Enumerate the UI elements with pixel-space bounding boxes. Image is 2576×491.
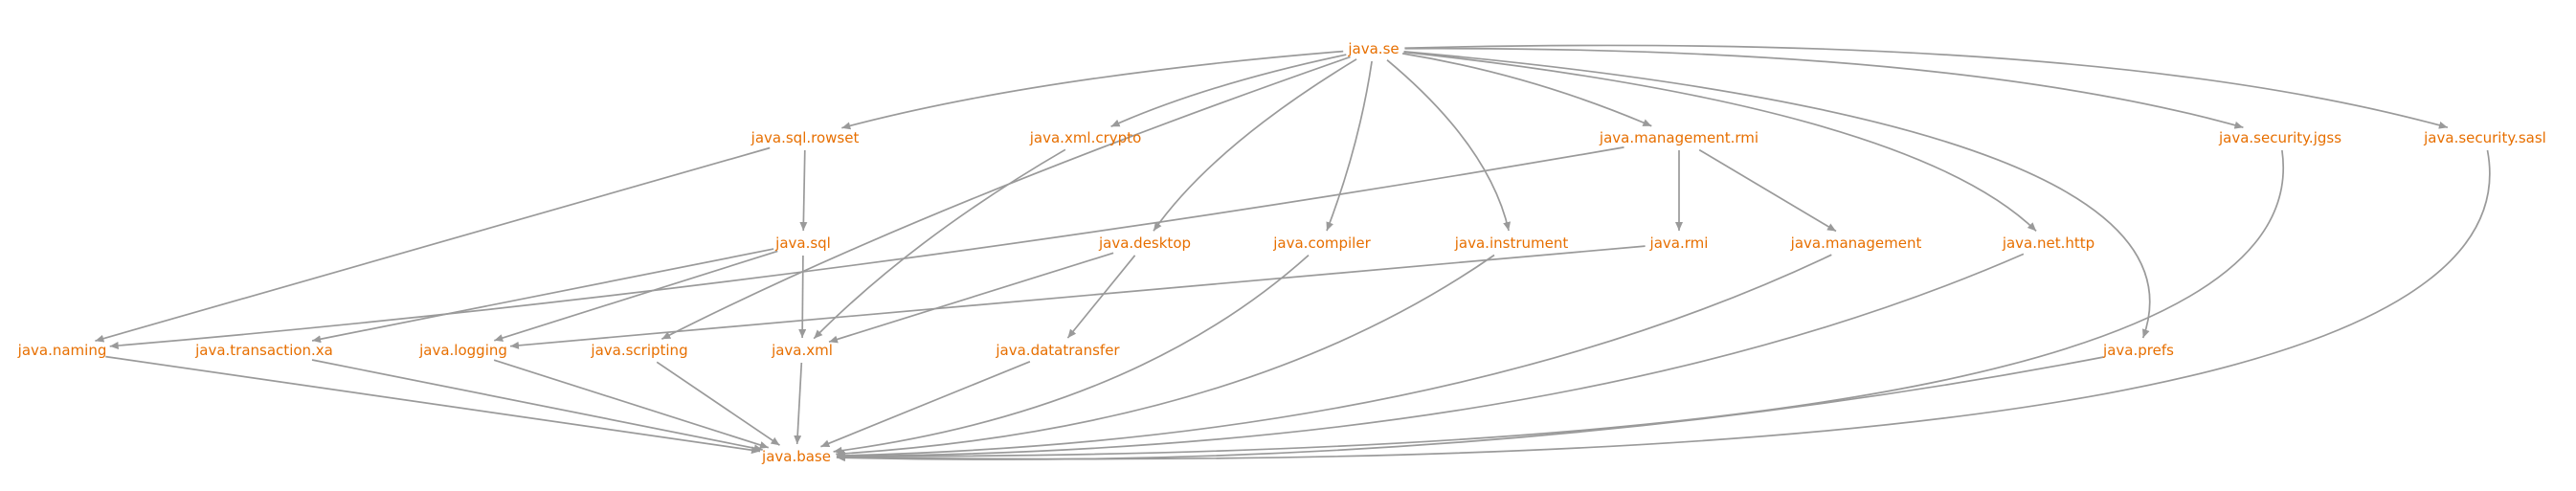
node-java.net.http[interactable]: java.net.http <box>2002 234 2095 252</box>
node-java.logging[interactable]: java.logging <box>419 341 507 359</box>
edge-java.se-to-java.prefs <box>1403 50 2151 339</box>
edge-java.desktop-to-java.xml <box>828 252 1114 344</box>
edge-java.sql.rowset-to-java.naming <box>95 146 771 343</box>
node-java.scripting[interactable]: java.scripting <box>591 341 688 359</box>
node-java.se[interactable]: java.se <box>1348 39 1400 57</box>
edge-java.se-to-java.net.http <box>1403 51 2037 233</box>
node-java.sql.rowset[interactable]: java.sql.rowset <box>750 128 860 146</box>
edge-java.logging-to-java.base <box>493 359 770 449</box>
edge-java.sql-to-java.transaction.xa <box>311 248 774 344</box>
node-java.transaction.xa[interactable]: java.transaction.xa <box>195 341 333 359</box>
node-java.security.sasl[interactable]: java.security.sasl <box>2424 128 2546 146</box>
node-java.prefs[interactable]: java.prefs <box>2103 341 2174 359</box>
edge-java.scripting-to-java.base <box>656 361 780 446</box>
node-java.management.rmi[interactable]: java.management.rmi <box>1599 128 1759 146</box>
node-java.security.jgss[interactable]: java.security.jgss <box>2218 128 2342 146</box>
edge-java.management.rmi-to-java.naming <box>109 146 1624 350</box>
edge-java.management-to-java.base <box>836 254 1832 459</box>
node-java.instrument[interactable]: java.instrument <box>1454 234 1569 252</box>
edge-java.se-to-java.scripting <box>661 56 1351 340</box>
node-java.base[interactable]: java.base <box>762 447 831 465</box>
node-java.sql[interactable]: java.sql <box>775 234 831 252</box>
edge-java.net.http-to-java.base <box>836 253 2025 460</box>
edge-java.se-to-java.security.jgss <box>1404 47 2244 129</box>
edge-java.xml-to-java.base <box>794 362 803 445</box>
edge-java.instrument-to-java.base <box>836 254 1495 458</box>
node-java.management[interactable]: java.management <box>1790 234 1922 252</box>
edge-java.se-to-java.desktop <box>1153 58 1357 232</box>
edge-java.transaction.xa-to-java.base <box>311 359 763 453</box>
edge-java.rmi-to-java.logging <box>509 245 1646 349</box>
node-java.naming[interactable]: java.naming <box>17 341 107 359</box>
edge-java.security.jgss-to-java.base <box>836 149 2285 461</box>
node-java.desktop[interactable]: java.desktop <box>1098 234 1192 252</box>
edge-java.naming-to-java.base <box>105 355 761 455</box>
edge-java.sql.rowset-to-java.sql <box>799 149 808 232</box>
edge-java.se-to-java.security.sasl <box>1404 44 2449 129</box>
edge-java.sql-to-java.logging <box>494 250 778 342</box>
edge-java.se-to-java.management.rmi <box>1401 53 1652 127</box>
edge-java.sql-to-java.xml <box>798 255 807 339</box>
edge-java.se-to-java.instrument <box>1386 59 1512 232</box>
node-java.datatransfer[interactable]: java.datatransfer <box>996 341 1120 359</box>
node-java.rmi[interactable]: java.rmi <box>1649 234 1709 252</box>
node-java.compiler[interactable]: java.compiler <box>1273 234 1371 252</box>
edge-java.xml.crypto-to-java.xml <box>813 148 1066 340</box>
edge-java.management.rmi-to-java.management <box>1698 148 1837 233</box>
node-java.xml.crypto[interactable]: java.xml.crypto <box>1029 128 1142 146</box>
edge-java.security.sasl-to-java.base <box>836 149 2491 461</box>
edge-java.se-to-java.sql.rowset <box>841 50 1344 130</box>
edge-java.compiler-to-java.base <box>833 254 1310 455</box>
edge-java.se-to-java.xml.crypto <box>1110 54 1347 127</box>
edge-java.se-to-java.compiler <box>1326 60 1373 232</box>
edge-java.datatransfer-to-java.base <box>820 361 1031 448</box>
node-java.xml[interactable]: java.xml <box>772 341 833 359</box>
edge-java.desktop-to-java.datatransfer <box>1066 255 1136 339</box>
